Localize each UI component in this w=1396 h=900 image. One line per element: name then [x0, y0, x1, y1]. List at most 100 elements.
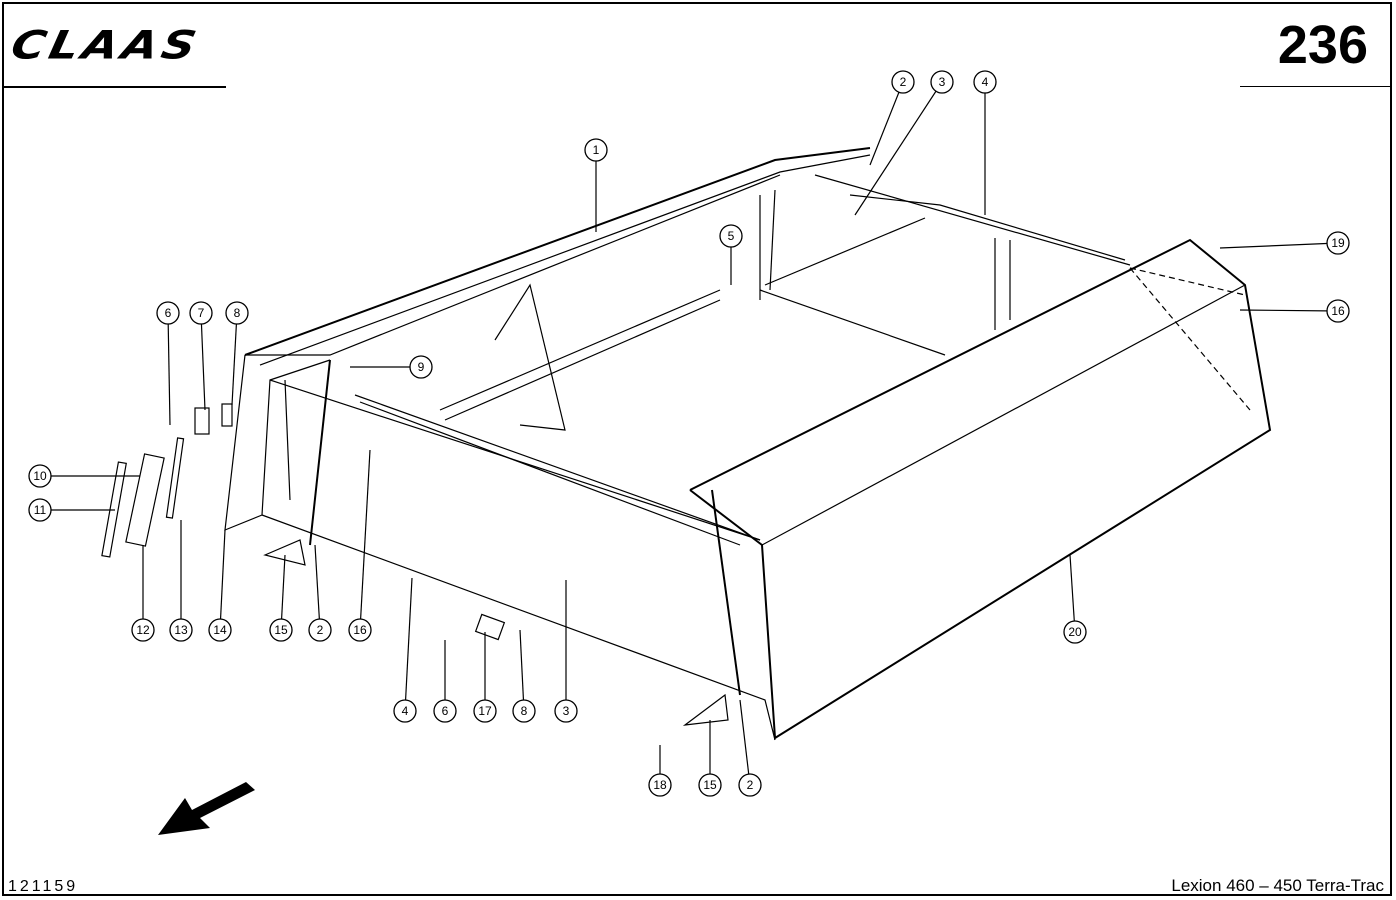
callout-circle	[189, 301, 213, 325]
callout-label: 7	[198, 306, 205, 320]
callout-4: 4	[973, 70, 997, 94]
callout-2: 2	[891, 70, 915, 94]
grain-tank-drawing	[101, 147, 1272, 741]
callout-8: 8	[512, 699, 536, 723]
callout-6: 6	[156, 301, 180, 325]
callout-label: 12	[136, 623, 150, 637]
leader-line	[280, 554, 286, 631]
callout-circle	[208, 618, 232, 642]
callout-label: 4	[982, 75, 989, 89]
callout-label: 17	[478, 704, 492, 718]
callout-label: 9	[418, 360, 425, 374]
callout-label: 19	[1331, 236, 1345, 250]
callout-2: 2	[308, 618, 332, 642]
leader-line	[359, 449, 371, 631]
leader-line	[200, 312, 206, 411]
callout-label: 4	[402, 704, 409, 718]
callout-label: 15	[274, 623, 288, 637]
callout-circle	[584, 138, 608, 162]
callout-11: 11	[28, 498, 52, 522]
callout-label: 8	[234, 306, 241, 320]
callout-15: 15	[269, 618, 293, 642]
callout-label: 14	[213, 623, 227, 637]
callout-circle	[891, 70, 915, 94]
leader-line	[404, 577, 413, 712]
callout-circle	[1326, 299, 1350, 323]
callout-label: 3	[939, 75, 946, 89]
callout-10: 10	[28, 464, 52, 488]
callout-circle	[409, 355, 433, 379]
divider	[4, 86, 226, 88]
callout-label: 16	[353, 623, 367, 637]
callout-label: 6	[442, 704, 449, 718]
callout-circle	[131, 618, 155, 642]
callout-label: 8	[521, 704, 528, 718]
callout-label: 1	[593, 143, 600, 157]
leader-line	[854, 81, 943, 216]
callout-circle	[348, 618, 372, 642]
callout-circle	[973, 70, 997, 94]
leader-line	[219, 529, 226, 631]
callout-18: 18	[648, 773, 672, 797]
callout-15: 15	[698, 773, 722, 797]
callout-label: 11	[34, 503, 47, 517]
callout-9: 9	[409, 355, 433, 379]
leader-line	[739, 699, 751, 786]
callout-20: 20	[1063, 620, 1087, 644]
callout-12: 12	[131, 618, 155, 642]
callout-circle	[28, 498, 52, 522]
leader-line	[1239, 309, 1339, 312]
callout-1: 1	[584, 138, 608, 162]
callout-4: 4	[393, 699, 417, 723]
callout-label: 3	[563, 704, 570, 718]
callout-circle	[156, 301, 180, 325]
callout-circle	[473, 699, 497, 723]
callout-circle	[169, 618, 193, 642]
callout-3: 3	[554, 699, 578, 723]
leader-line	[1219, 242, 1339, 249]
callout-label: 13	[174, 623, 188, 637]
callout-label: 2	[317, 623, 324, 637]
callout-16: 16	[1326, 299, 1350, 323]
callout-label: 6	[165, 306, 172, 320]
callout-circle	[648, 773, 672, 797]
callout-circle	[738, 773, 762, 797]
callout-label: 2	[900, 75, 907, 89]
drawing-id: 121159	[8, 878, 79, 895]
callout-circle	[930, 70, 954, 94]
callout-16: 16	[348, 618, 372, 642]
callout-circle	[1326, 231, 1350, 255]
callout-circle	[393, 699, 417, 723]
callout-circle	[225, 301, 249, 325]
callout-5: 5	[719, 224, 743, 248]
callout-2: 2	[738, 773, 762, 797]
callout-7: 7	[189, 301, 213, 325]
callout-19: 19	[1326, 231, 1350, 255]
callout-3: 3	[930, 70, 954, 94]
leader-line	[1069, 554, 1076, 633]
callout-label: 15	[703, 778, 717, 792]
callout-6: 6	[433, 699, 457, 723]
leader-line	[519, 629, 525, 712]
callout-label: 2	[747, 778, 754, 792]
leader-line	[231, 312, 238, 406]
callout-circle	[308, 618, 332, 642]
callout-circle	[698, 773, 722, 797]
direction-arrow-icon	[158, 782, 255, 835]
callout-circle	[512, 699, 536, 723]
leader-lines	[40, 81, 1339, 786]
leader-line	[167, 312, 171, 426]
model-name: Lexion 460 – 450 Terra-Trac	[1171, 876, 1384, 895]
callout-13: 13	[169, 618, 193, 642]
page-number: 236	[1277, 15, 1368, 75]
callout-label: 10	[33, 469, 47, 483]
callout-circle	[433, 699, 457, 723]
callout-circle	[1063, 620, 1087, 644]
callout-circle	[28, 464, 52, 488]
callout-circle	[269, 618, 293, 642]
callout-14: 14	[208, 618, 232, 642]
callout-label: 20	[1068, 625, 1082, 639]
leader-line	[314, 544, 321, 631]
